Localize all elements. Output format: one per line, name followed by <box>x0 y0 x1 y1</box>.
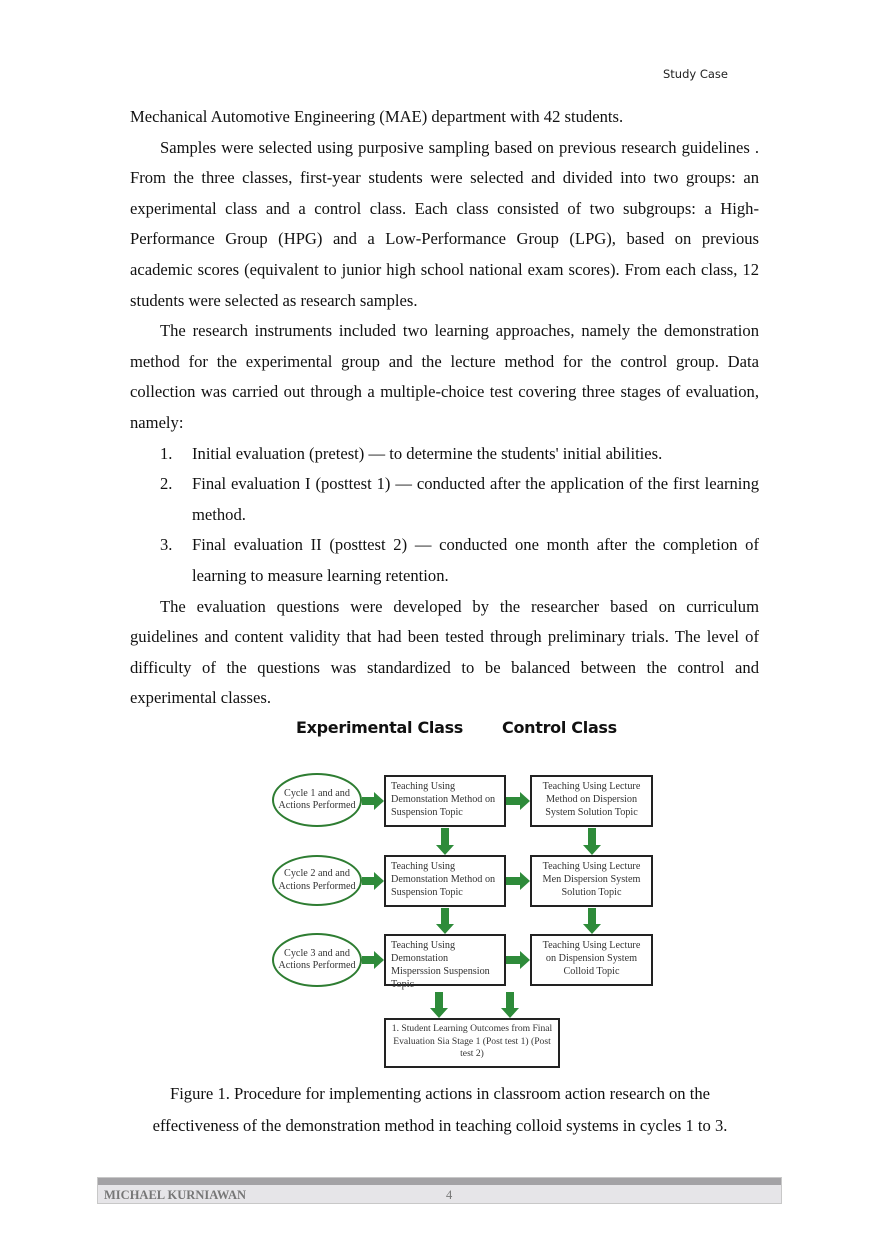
arrow-right-icon <box>362 872 384 890</box>
body-text: Mechanical Automotive Engineering (MAE) … <box>130 102 759 714</box>
control-box-3: Teaching Using Lecture on Dispension Sys… <box>530 934 653 986</box>
footer-author: MICHAEL KURNIAWAN <box>104 1188 247 1202</box>
arrows-layer <box>362 792 601 1018</box>
list-item: 3. Final evaluation II (posttest 2) — con… <box>130 530 759 591</box>
running-header: Study Case <box>662 67 728 81</box>
arrow-right-icon <box>362 792 384 810</box>
list-number: 1. <box>160 443 173 463</box>
figure-title-experimental: Experimental Class <box>296 718 464 737</box>
cycle-1-ellipse: Cycle 1 and and Actions Performed <box>272 773 362 827</box>
list-item: 2. Final evaluation I (posttest 1) — cond… <box>130 469 759 530</box>
paragraph: The evaluation questions were developed … <box>130 596 759 708</box>
list-text: Final evaluation II (posttest 2) — condu… <box>192 535 759 585</box>
list-text: Initial evaluation (pretest) — to determ… <box>192 443 663 463</box>
footer-bar <box>98 1178 781 1185</box>
figure-caption-line-1: Figure 1. Procedure for implementing act… <box>169 1084 711 1103</box>
arrow-right-icon <box>506 872 530 890</box>
arrow-right-icon <box>362 951 384 969</box>
arrow-down-icon <box>430 992 448 1018</box>
arrow-down-icon <box>501 992 519 1018</box>
experimental-box-3: Teaching Using Demonstation Misperssion … <box>384 934 506 990</box>
figure-flowchart: Experimental Class Control Class Cycle 1… <box>262 710 662 1080</box>
page-number: 4 <box>446 1188 453 1202</box>
arrow-down-icon <box>436 908 454 934</box>
list-number: 3. <box>160 535 173 555</box>
arrow-down-icon <box>583 828 601 855</box>
outcome-box: 1. Student Learning Outcomes from Final … <box>384 1018 560 1068</box>
control-box-2: Teaching Using Lecture Men Dispersion Sy… <box>530 855 653 907</box>
paragraph: The research instruments included two le… <box>130 321 759 432</box>
cycle-2-ellipse: Cycle 2 and and Actions Performed <box>272 855 362 906</box>
page-footer: MICHAEL KURNIAWAN 4 <box>97 1177 782 1204</box>
list-text: Final evaluation I (posttest 1) — conduc… <box>192 474 759 524</box>
list-number: 2. <box>160 474 173 494</box>
paragraph: Mechanical Automotive Engineering (MAE) … <box>130 107 624 126</box>
paragraph: Samples were selected using purposive sa… <box>130 137 759 310</box>
figure-title-control: Control Class <box>502 718 617 737</box>
arrow-right-icon <box>506 951 530 969</box>
arrow-right-icon <box>506 792 530 810</box>
arrow-down-icon <box>583 908 601 934</box>
arrow-down-icon <box>436 828 454 855</box>
list-item: 1. Initial evaluation (pretest) — to dete… <box>130 439 759 470</box>
cycle-3-ellipse: Cycle 3 and and Actions Performed <box>272 933 362 987</box>
experimental-box-1: Teaching Using Demonstation Method on Su… <box>384 775 506 827</box>
experimental-box-2: Teaching Using Demonstation Method on Su… <box>384 855 506 907</box>
figure-caption-line-2: effectiveness of the demonstration metho… <box>152 1116 728 1135</box>
control-box-1: Teaching Using Lecture Method on Dispers… <box>530 775 653 827</box>
